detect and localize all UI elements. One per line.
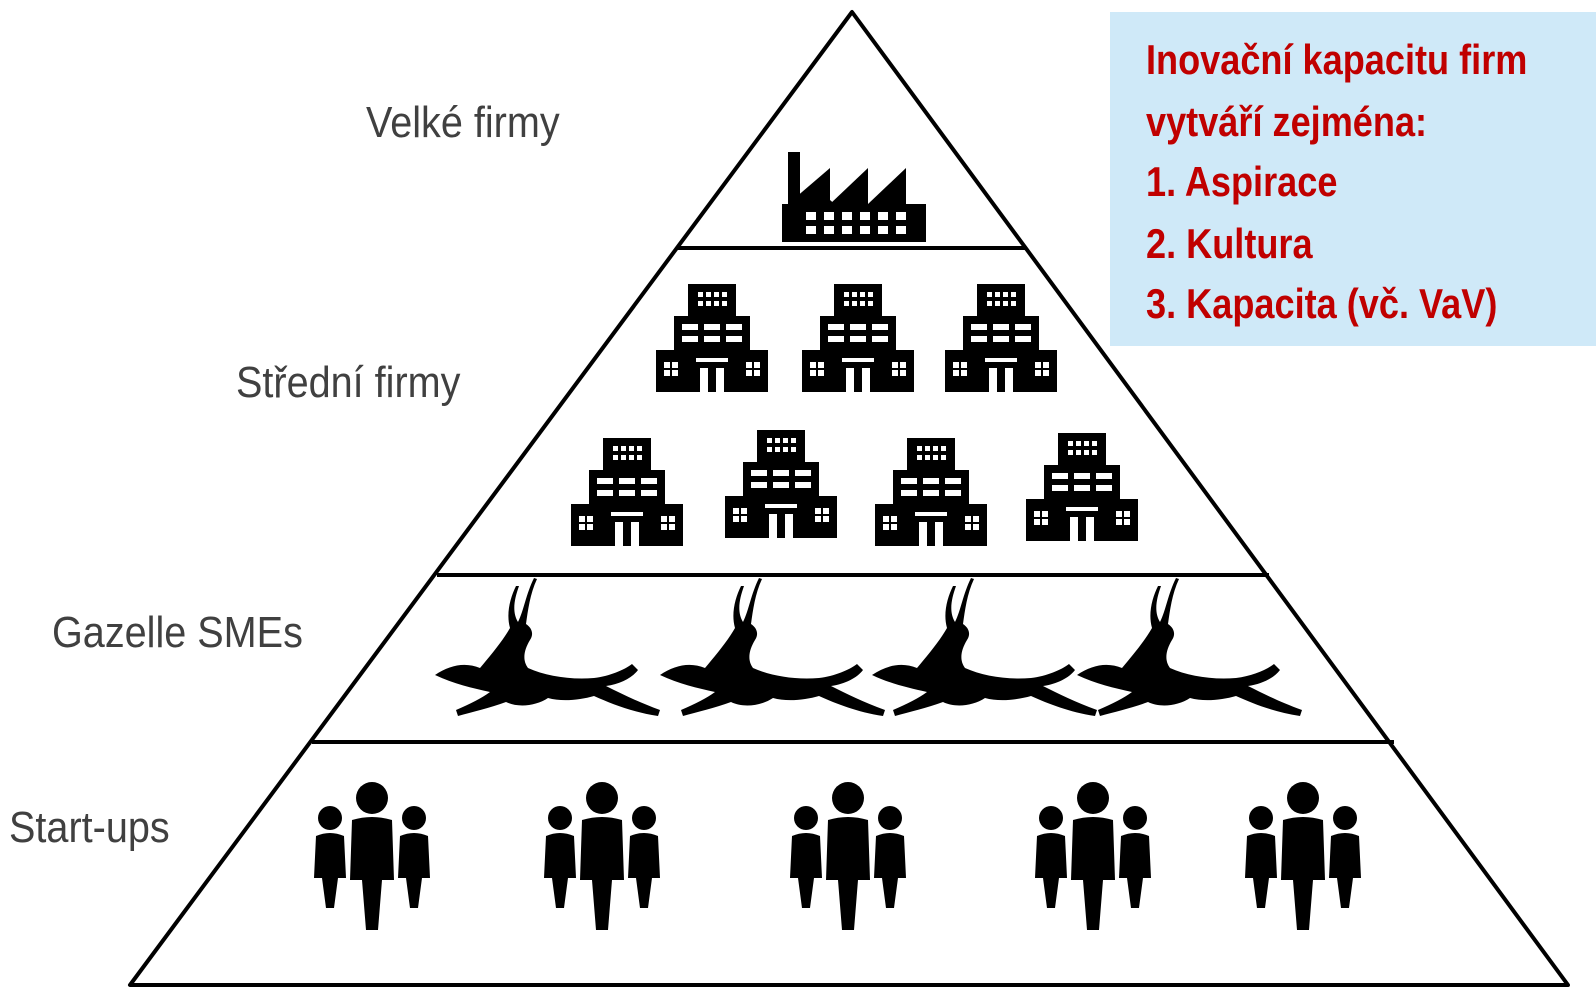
tier-label-gazelle: Gazelle SMEs	[52, 608, 303, 657]
callout-title-line2: vytváří zejména:	[1146, 98, 1428, 145]
callout-title-line1: Inovační kapacitu firm	[1146, 36, 1528, 83]
callout-item-aspirace: 1. Aspirace	[1146, 158, 1338, 205]
callout-box: Inovační kapacitu firm vytváří zejména: …	[1110, 12, 1596, 346]
pyramid-outline	[128, 10, 1570, 987]
callout-item-kapacita: 3. Kapacita (vč. VaV)	[1146, 280, 1498, 327]
callout-item-kultura: 2. Kultura	[1146, 220, 1313, 267]
tier-label-large: Velké firmy	[366, 98, 560, 147]
tier-label-startups: Start-ups	[9, 803, 170, 852]
tier-label-medium: Střední firmy	[236, 358, 461, 407]
